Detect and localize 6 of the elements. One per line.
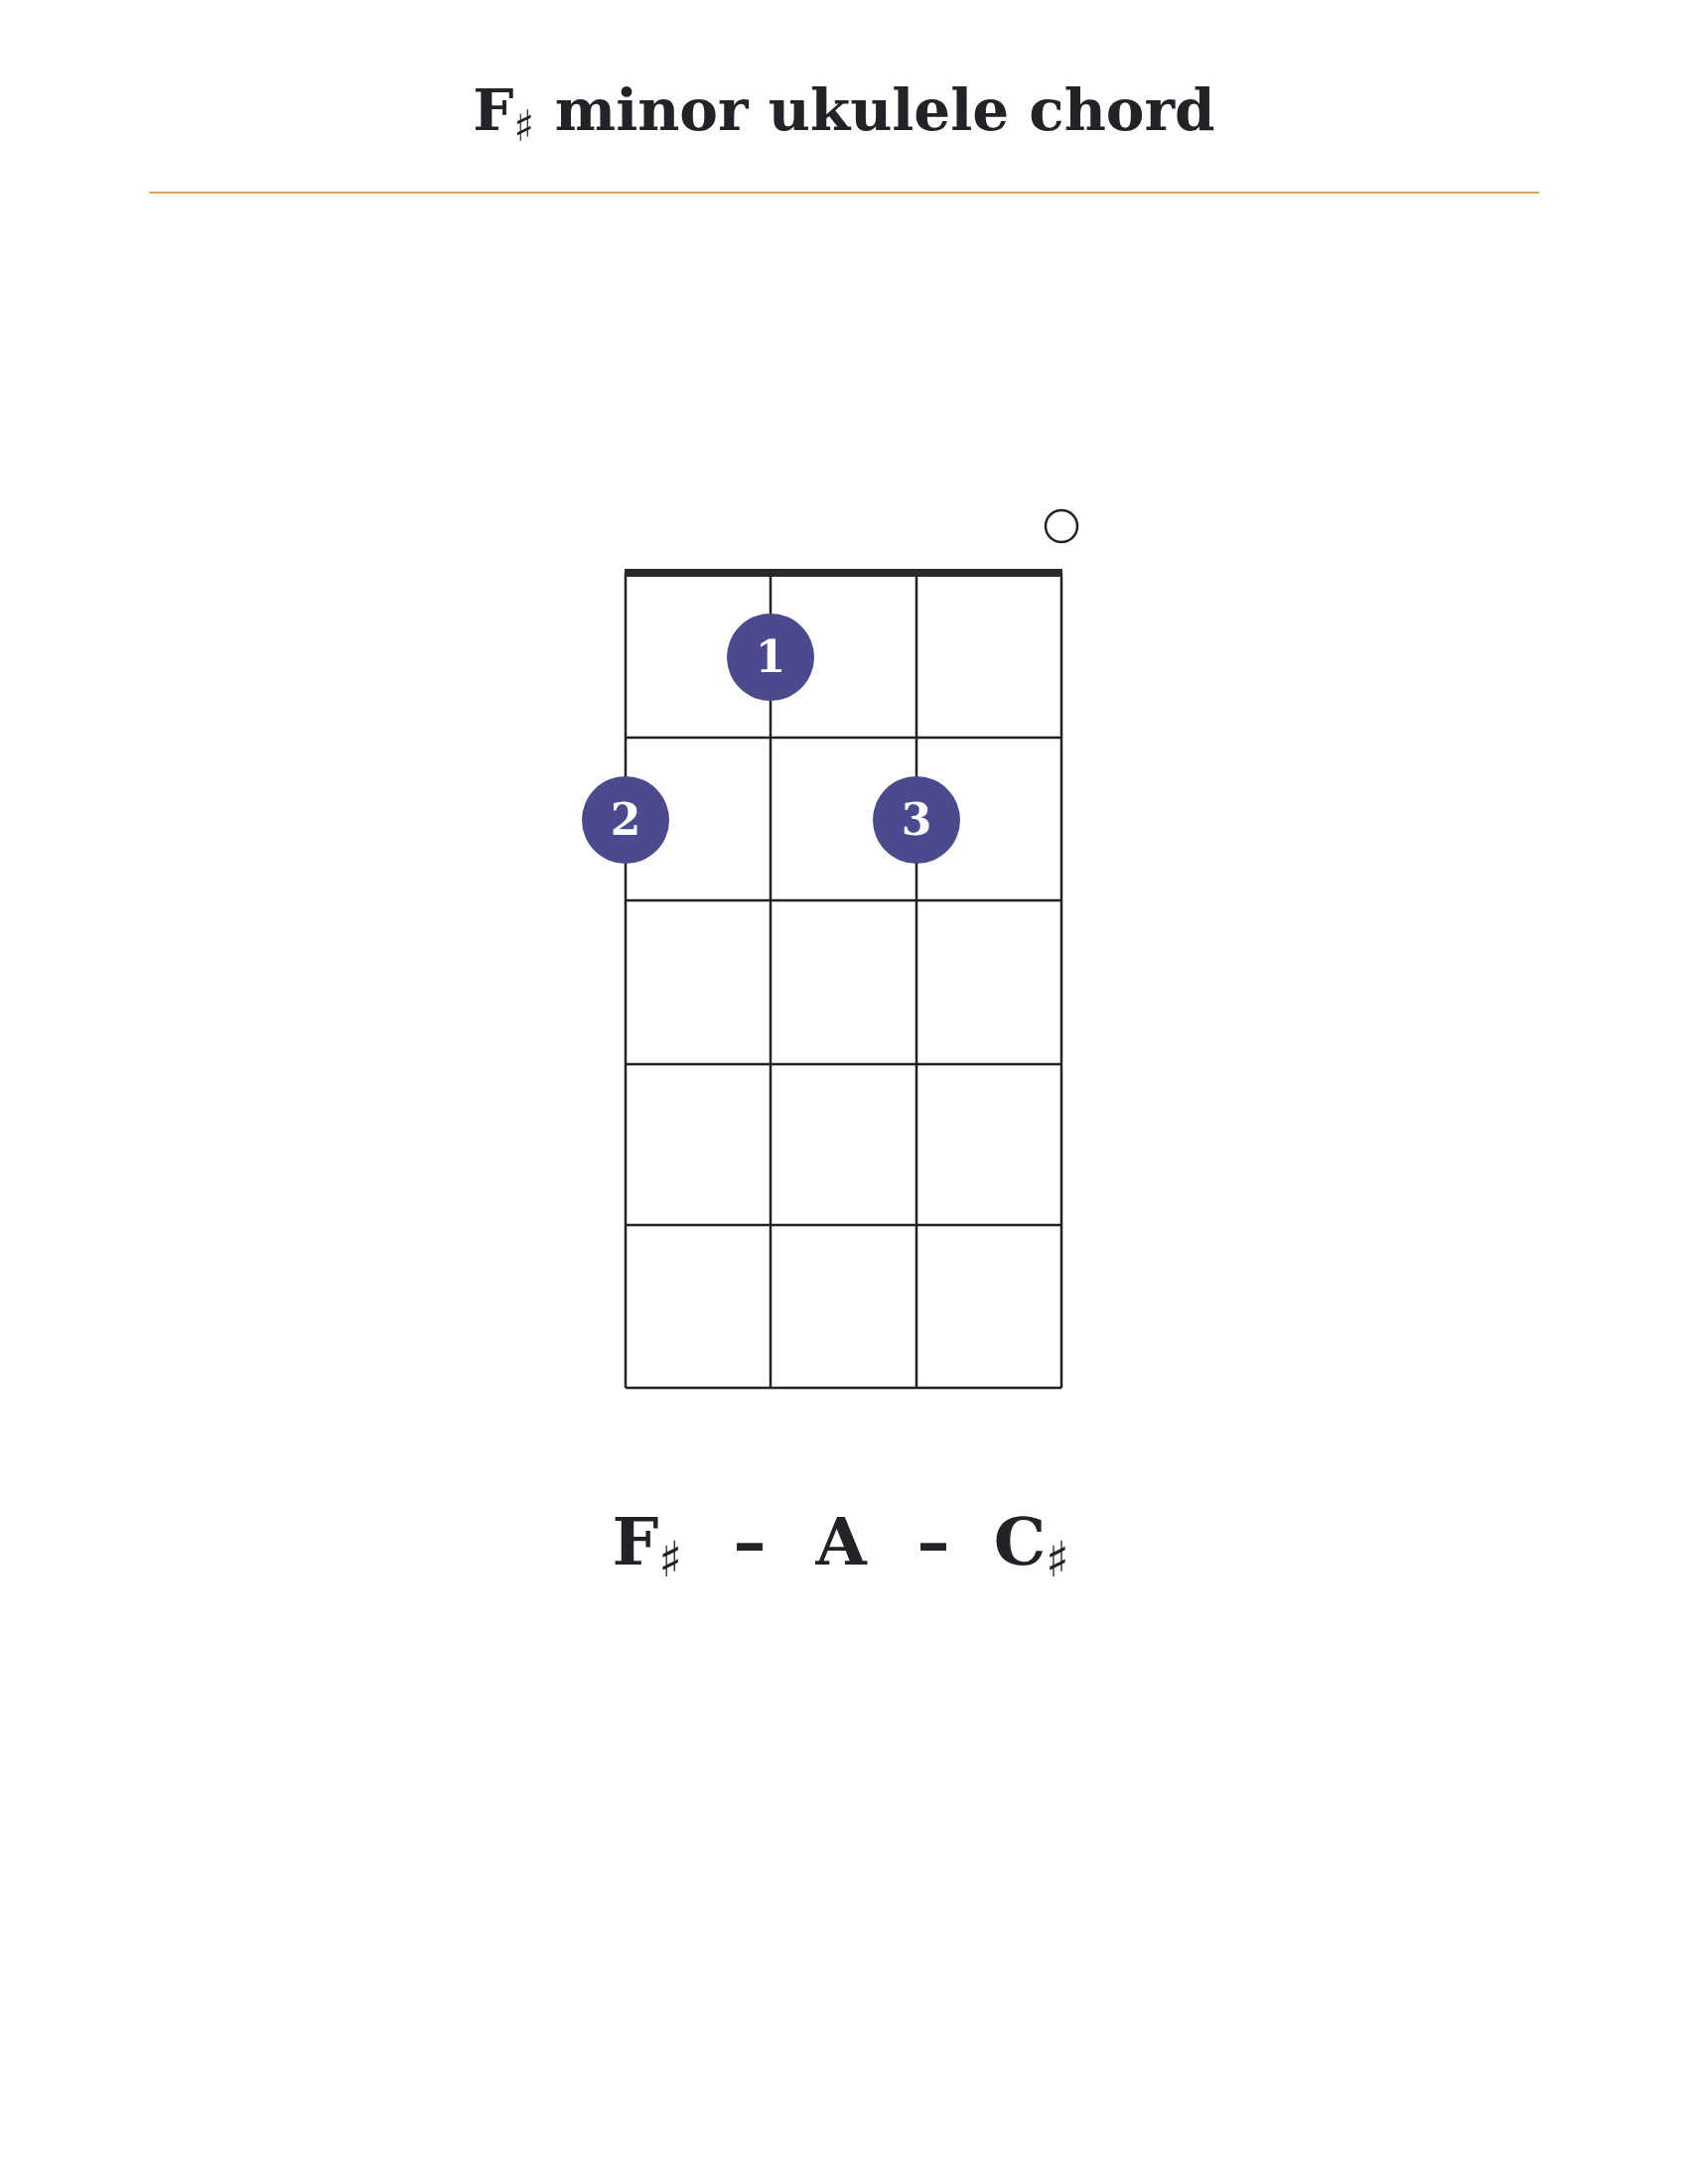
note-name: – [733,1509,767,1574]
note-name: A [815,1509,867,1574]
title: F$_{♯}$ minor ukulele chord [473,81,1215,139]
note-name: – [916,1509,950,1574]
note-name: C$_{♯}$ [993,1509,1070,1574]
note-name: F$_{♯}$ [612,1509,683,1574]
